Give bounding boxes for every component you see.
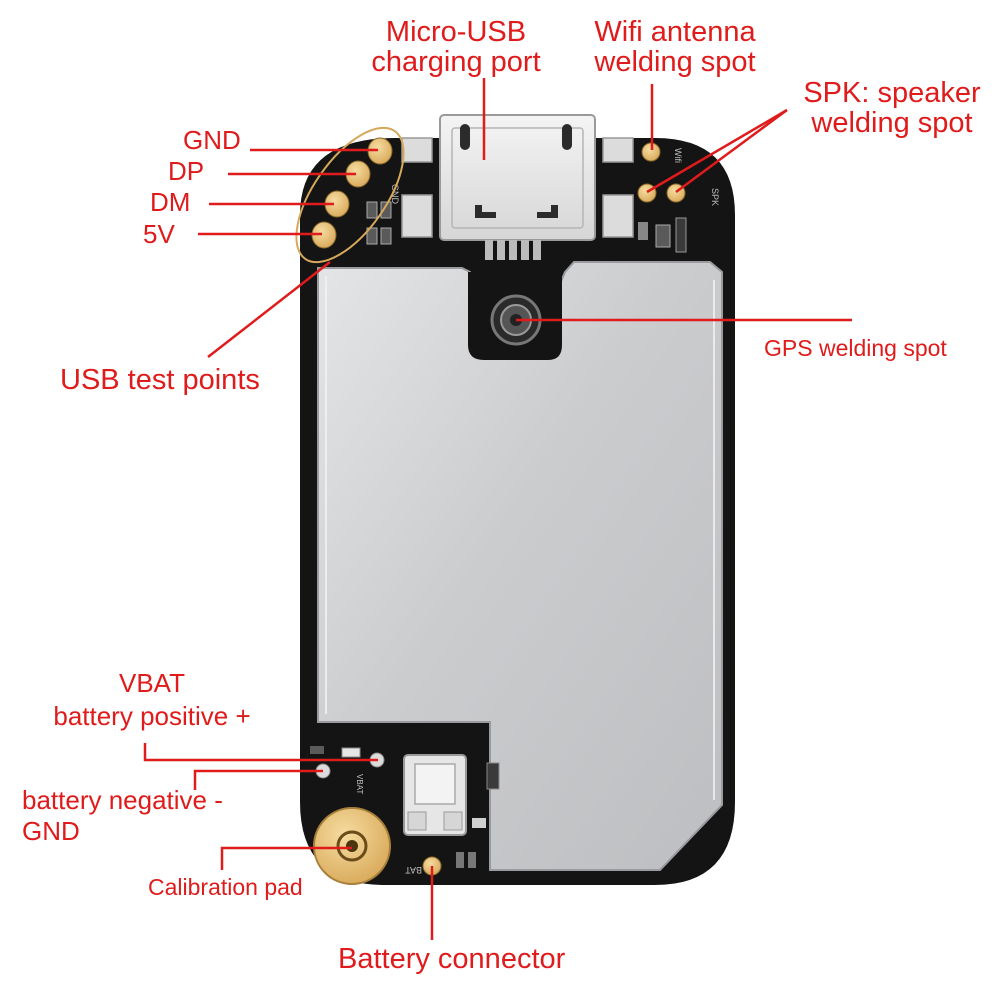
usb-pins: [485, 240, 541, 260]
smd-part-c: [638, 222, 648, 240]
micro-usb-inner: [451, 127, 584, 229]
usb-solder-left: [401, 137, 433, 163]
battery-negative-label-line2: GND: [22, 816, 80, 847]
gnd-label: GND: [183, 125, 241, 155]
smd-part-b: [675, 217, 687, 253]
wifi-label-line2: welding spot: [594, 46, 756, 79]
usb-solder-left2: [401, 194, 433, 238]
vbat-silk: VBAT: [355, 774, 364, 794]
gps-welding-spot-label: GPS welding spot: [764, 335, 947, 361]
battery-connector-pin-left: [407, 811, 427, 831]
wifi-label-line1: Wifi antenna: [594, 16, 756, 48]
micro-usb-label-line1: Micro-USB: [385, 16, 527, 48]
spk-label-line2: welding spot: [811, 107, 973, 140]
vbat-label: VBAT battery positive +: [12, 668, 292, 732]
5v-label: 5V: [143, 219, 175, 249]
spk-label-line1: SPK: speaker: [803, 77, 981, 109]
micro-usb-label-line2: charging port: [371, 46, 541, 79]
smd-bot-b: [310, 746, 324, 754]
calibration-pad-center: [346, 840, 358, 852]
wifi-silk: Wifi: [673, 148, 683, 163]
spk-label: SPK: speaker welding spot: [792, 78, 992, 139]
shield-edge: [325, 276, 715, 800]
calibration-pad-ring: [336, 830, 368, 862]
leader-lines: [143, 78, 852, 940]
dm-label: DM: [150, 187, 191, 217]
leader-spk-2: [675, 108, 788, 194]
dp-label: DP: [168, 156, 205, 186]
leader-spk-1: [646, 108, 788, 194]
usb-solder-right: [602, 137, 634, 163]
usb-slot-right: [562, 124, 572, 150]
smd-bottom-parts: [456, 762, 500, 868]
battery-connector-pin-right: [443, 811, 463, 831]
battery-connector-inner: [414, 763, 456, 805]
usb-slot-left: [460, 124, 470, 150]
battery-negative-label-line1: battery negative -: [22, 785, 223, 815]
usb-test-points-label: USB test points: [60, 364, 260, 396]
leader-gnd-bottom: [193, 769, 323, 790]
battery-negative-label: battery negative - GND: [22, 785, 223, 847]
spk-silk: SPK: [710, 188, 720, 206]
micro-usb-label: Micro-USB charging port: [350, 17, 562, 78]
usb-side-parts: [366, 201, 392, 245]
gnd-silk: GND: [390, 184, 400, 205]
smd-bot-a: [341, 747, 361, 758]
usb-bracket-left: [475, 205, 496, 218]
battery-connector-label: Battery connector: [338, 943, 566, 975]
usb-test-pads: [311, 137, 393, 249]
leader-vbat: [143, 743, 378, 762]
leader-calibration: [220, 846, 352, 870]
calibration-pad-label: Calibration pad: [148, 874, 303, 900]
spk-pad-1: [637, 183, 657, 203]
leader-usb-test: [207, 261, 331, 358]
smd-part-a: [655, 224, 671, 248]
wifi-label: Wifi antenna welding spot: [575, 17, 775, 78]
vbat-label-line2: battery positive +: [53, 701, 251, 732]
bat-silk: BAT: [405, 865, 422, 875]
usb-solder-right2: [602, 194, 634, 238]
usb-bracket-right: [537, 205, 558, 218]
vbat-label-line1: VBAT: [119, 668, 185, 698]
